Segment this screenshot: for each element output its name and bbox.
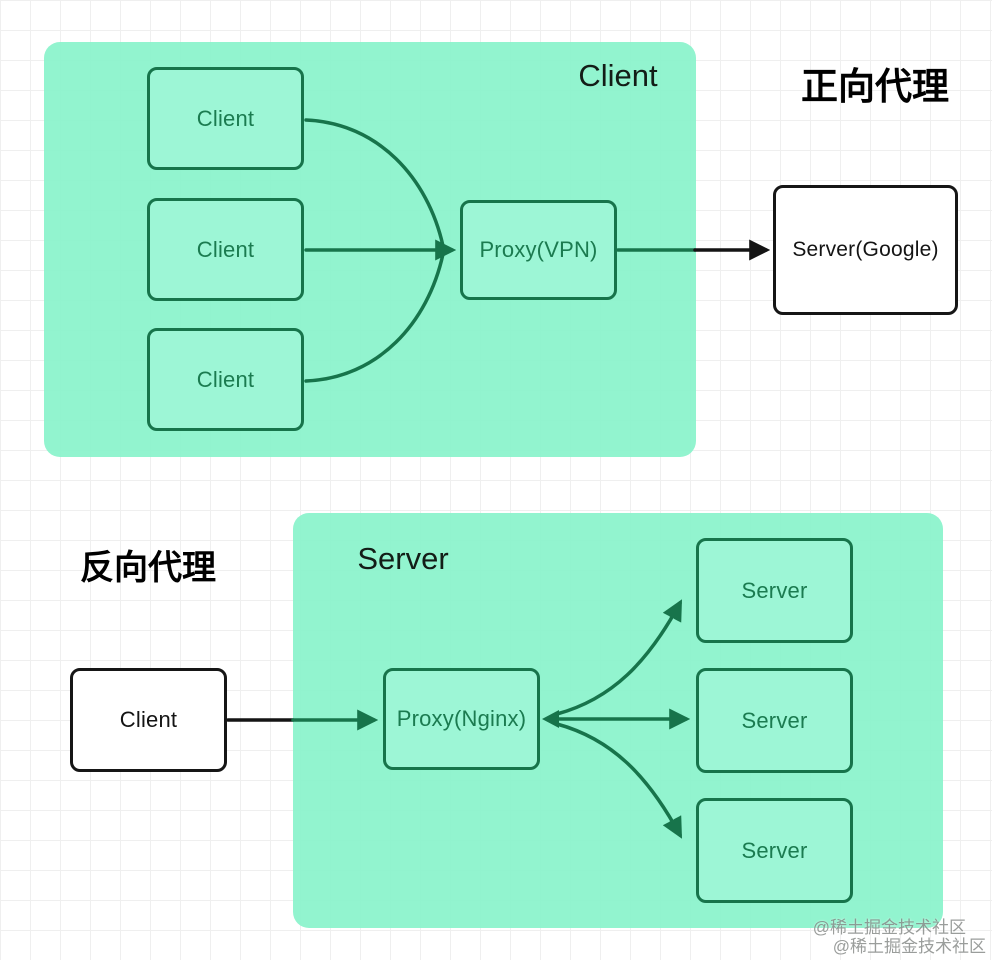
server-google-node: Server(Google) [773,185,958,315]
server-node-1: Server [696,538,853,643]
forward-panel-title: Client [578,58,658,93]
watermark-line-1: @稀土掘金技术社区 [812,918,966,937]
client-node-3: Client [147,328,304,431]
server-node-3: Server [696,798,853,903]
client-node-1: Client [147,67,304,170]
watermark-line-2: @稀土掘金技术社区 [832,937,986,956]
reverse-proxy-region-label: 反向代理 [80,549,216,587]
proxy-vpn-node: Proxy(VPN) [460,200,617,300]
reverse-panel-title: Server [357,541,449,576]
forward-proxy-region-label: 正向代理 [801,66,949,107]
client-node-2: Client [147,198,304,301]
client-node-reverse: Client [70,668,227,772]
server-node-2: Server [696,668,853,773]
proxy-nginx-node: Proxy(Nginx) [383,668,540,770]
